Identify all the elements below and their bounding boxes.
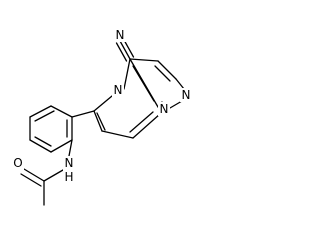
atom-label-carbonyl-oxygen: O bbox=[13, 156, 22, 170]
phenyl-bond-4 bbox=[29, 139, 52, 153]
atom-label-layer: N N N N N H O bbox=[12, 28, 192, 184]
atom-label-amide-hydrogen: H bbox=[64, 170, 73, 184]
atom-label-pyrimidine-nitrogen: N bbox=[114, 83, 123, 97]
pyrazole-c2-n1-bond bbox=[175, 78, 185, 90]
pyrimidine-c7-n8-bond bbox=[132, 113, 161, 139]
carbonyl-double-bond-1 bbox=[23, 168, 45, 182]
atom-label-amide-nitrogen: N bbox=[65, 156, 74, 170]
pyrimidine-c6-c7-bond bbox=[101, 130, 134, 139]
carbonyl-double-bond-2 bbox=[20, 173, 42, 187]
pyrazole-n1-n8-bond bbox=[169, 100, 183, 109]
aryl-link-bond bbox=[71, 110, 95, 118]
molecule-diagram: N N N N N H O bbox=[12, 28, 192, 206]
atom-label-pyrazole-nitrogen: N bbox=[182, 88, 191, 102]
phenyl-bond-4-inner bbox=[34, 136, 52, 147]
nitrile-bond-1 bbox=[119, 40, 131, 60]
nitrile-bond-2 bbox=[115, 42, 128, 62]
pyrazole-c3a-c2-bond bbox=[157, 60, 177, 80]
pyrimidine-c5-c6-bond bbox=[93, 110, 103, 132]
phenyl-bond-2 bbox=[29, 105, 52, 118]
atom-label-nitrile-nitrogen: N bbox=[116, 28, 125, 42]
phenyl-bond-2-inner bbox=[34, 110, 55, 122]
pyrimidine-n4-c3-bond bbox=[123, 58, 131, 90]
pyrazole-c3a-c2-inner-bond bbox=[154, 65, 171, 82]
pyrimidine-c5-c6-inner-bond bbox=[96, 112, 106, 131]
phenyl-bond-5 bbox=[50, 139, 73, 153]
pyrazole-n8-c3-inner-bond bbox=[132, 65, 155, 102]
pyrimidine-c7-n8-inner-bond bbox=[129, 111, 154, 133]
nitrogen-carbonyl-bond bbox=[43, 169, 64, 182]
pyrimidine-n4-c5-bond bbox=[93, 95, 113, 112]
aryl-nitrogen-bond bbox=[68, 139, 73, 157]
phenyl-bond-1 bbox=[50, 105, 73, 118]
pyrazole-c3-c3a-bond bbox=[129, 58, 159, 62]
atom-label-bridgehead-nitrogen: N bbox=[160, 102, 169, 116]
bond-layer bbox=[20, 38, 185, 206]
